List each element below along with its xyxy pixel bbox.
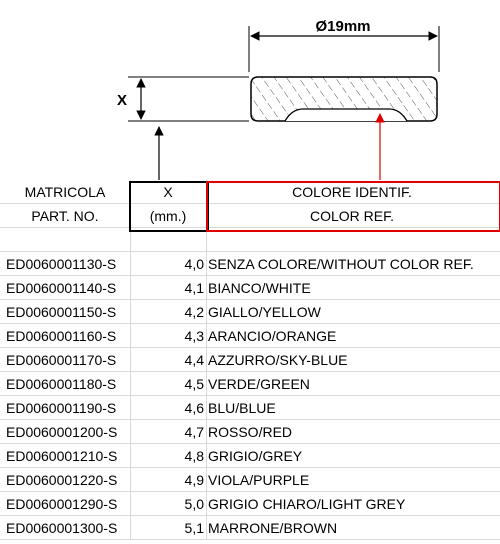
part-number-cell: ED0060001200-S xyxy=(6,424,118,440)
diameter-dimension: Ø19mm xyxy=(248,18,440,72)
part-number-cell: ED0060001130-S xyxy=(6,256,117,272)
color-ref-cell: ARANCIO/ORANGE xyxy=(208,328,337,344)
x-value-cell: 5,1 xyxy=(184,520,204,536)
x-value-cell: 4,1 xyxy=(184,280,204,296)
color-ref-cell: GRIGIO CHIARO/LIGHT GREY xyxy=(208,496,406,512)
thickness-dimension: X xyxy=(117,76,249,122)
x-value-cell: 4,2 xyxy=(184,304,204,320)
parts-table: MATRICOLA X COLORE IDENTIF. PART. NO. (m… xyxy=(0,180,500,540)
header-part-label: MATRICOLA xyxy=(24,184,106,200)
x-value-cell: 4,9 xyxy=(184,472,204,488)
spacer-row xyxy=(0,228,500,252)
diameter-label: Ø19mm xyxy=(315,18,370,35)
part-number-cell: ED0060001160-S xyxy=(6,328,117,344)
part-number-cell: ED0060001150-S xyxy=(6,304,117,320)
part-number-cell: ED0060001180-S xyxy=(6,376,117,392)
header-color-sublabel: COLOR REF. xyxy=(309,208,394,224)
x-column-highlight xyxy=(129,181,209,232)
part-number-cell: ED0060001290-S xyxy=(6,496,118,512)
part-number-cell: ED0060001170-S xyxy=(6,352,117,368)
x-value-cell: 4,7 xyxy=(184,424,204,440)
color-ref-cell: AZZURRO/SKY-BLUE xyxy=(208,352,348,368)
header-part-sublabel: PART. NO. xyxy=(31,208,99,224)
x-value-cell: 4,8 xyxy=(184,448,204,464)
color-ref-cell: ROSSO/RED xyxy=(208,424,293,440)
color-ref-cell: GIALLO/YELLOW xyxy=(208,304,321,320)
x-value-cell: 4,6 xyxy=(184,400,204,416)
color-column-highlight xyxy=(206,181,500,232)
color-ref-cell: MARRONE/BROWN xyxy=(208,520,338,536)
part-number-cell: ED0060001210-S xyxy=(6,448,118,464)
header-x-label: X xyxy=(163,184,173,200)
washer-section xyxy=(250,76,438,122)
color-ref-cell: VIOLA/PURPLE xyxy=(208,472,310,488)
x-value-cell: 4,4 xyxy=(184,352,204,368)
part-number-cell: ED0060001190-S xyxy=(6,400,117,416)
x-value-cell: 4,3 xyxy=(184,328,204,344)
color-ref-cell: SENZA COLORE/WITHOUT COLOR REF. xyxy=(208,256,474,272)
x-label: X xyxy=(117,92,127,109)
color-ref-cell: BIANCO/WHITE xyxy=(208,280,311,296)
part-number-cell: ED0060001140-S xyxy=(6,280,117,296)
part-number-cell: ED0060001220-S xyxy=(6,472,118,488)
x-value-cell: 4,5 xyxy=(184,376,204,392)
part-number-cell: ED0060001300-S xyxy=(6,520,118,536)
header-row-1: MATRICOLA X COLORE IDENTIF. xyxy=(0,180,500,204)
header-x-unit: (mm.) xyxy=(149,208,187,224)
color-ref-cell: BLU/BLUE xyxy=(208,400,276,416)
x-value-cell: 4,0 xyxy=(184,256,204,272)
header-color-label: COLORE IDENTIF. xyxy=(292,184,412,200)
x-value-cell: 5,0 xyxy=(184,496,204,512)
washer-technical-drawing: Ø19mm X xyxy=(117,18,440,180)
color-ref-cell: VERDE/GREEN xyxy=(208,376,310,392)
color-ref-cell: GRIGIO/GREY xyxy=(208,448,303,464)
